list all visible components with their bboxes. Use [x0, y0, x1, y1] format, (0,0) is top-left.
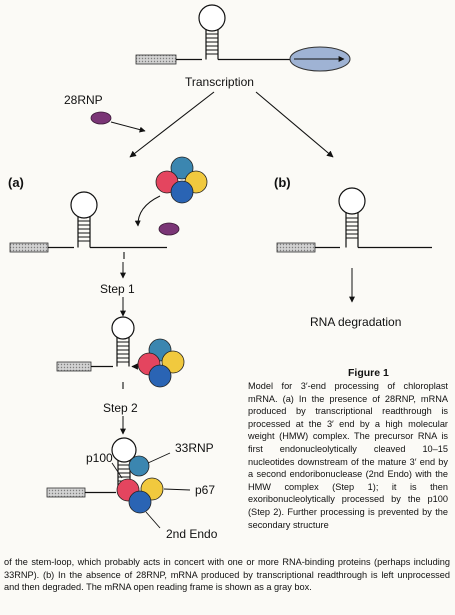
branch-arrow-b: [255, 91, 334, 158]
cleaved-rna-step1: [56, 316, 142, 372]
figure-title: Figure 1: [348, 367, 389, 379]
stem-loop-a: [70, 191, 98, 248]
stem-loop-b: [338, 187, 366, 248]
hmw-complex-step1: [137, 338, 185, 388]
precursor-rna-top: [135, 4, 351, 72]
complex-binding-arrow: [134, 195, 161, 227]
stem-loop-top: [198, 4, 226, 60]
hmw-blue-subunit: [148, 364, 172, 388]
rnp33-protein: [128, 455, 150, 477]
orf-box-top: [135, 54, 177, 65]
endo2-pointer: [145, 511, 161, 529]
rnp28-protein: [90, 111, 112, 125]
rna-degradation-label: RNA degradation: [310, 315, 401, 329]
hmw-blue-subunit: [170, 180, 194, 204]
p67-pointer: [163, 488, 191, 491]
unprocessed-rna-b: [276, 187, 432, 253]
precursor-rna-a: [9, 191, 167, 259]
step1-label: Step 1: [100, 282, 135, 296]
endo2-protein: [128, 490, 152, 514]
hmw-complex-a: [155, 156, 208, 204]
orf-box-step1: [56, 361, 92, 372]
rnp28-protein-a: [158, 222, 180, 236]
branch-b-label: (b): [274, 175, 291, 190]
branch-arrow-a: [129, 91, 215, 158]
branch-a-label: (a): [8, 175, 24, 190]
orf-box-a: [9, 242, 49, 253]
figure-caption-bottom: of the stem-loop, which probably acts in…: [4, 557, 450, 593]
stem-loop-step1: [111, 316, 135, 367]
processed-mrna: [46, 437, 164, 514]
rnp28-label: 28RNP: [64, 93, 103, 107]
hmw-teal-subunit: [170, 156, 194, 180]
p100-pointer: [111, 462, 123, 479]
endo2-label: 2nd Endo: [166, 527, 218, 541]
step2-label: Step 2: [103, 401, 138, 415]
orf-box-b: [276, 242, 316, 253]
transcription-label: Transcription: [185, 75, 254, 89]
figure-caption-top: Model for 3′-end processing of chloropla…: [248, 381, 448, 530]
p67-label: p67: [195, 483, 215, 497]
rnp33-label: 33RNP: [175, 441, 214, 455]
rnp28-arrow: [110, 121, 146, 133]
rnp33-pointer: [147, 452, 171, 464]
p100-label: p100: [86, 451, 113, 465]
orf-box-final: [46, 487, 86, 498]
